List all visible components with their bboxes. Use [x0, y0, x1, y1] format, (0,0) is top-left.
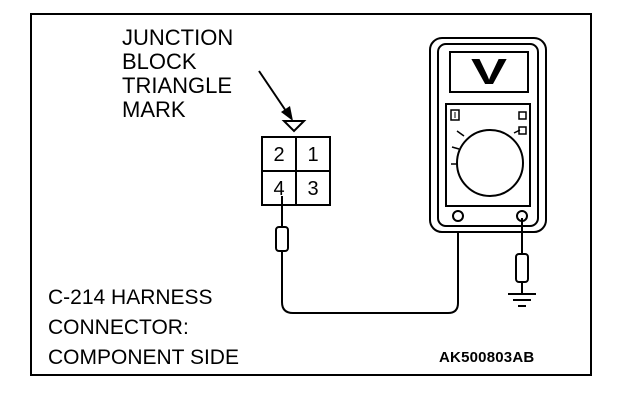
junction-label-line: MARK: [122, 97, 186, 122]
probe-tip: [275, 226, 289, 252]
diagram-frame: [30, 13, 592, 376]
connector-pin-label: 3: [307, 178, 319, 200]
junction-label-line: BLOCK: [122, 49, 197, 74]
junction-block-label: JUNCTION BLOCK TRIANGLE MARK: [122, 26, 233, 122]
terminal-left: [452, 210, 464, 222]
dial-tick: [513, 129, 521, 134]
caption-line: CONNECTOR:: [48, 316, 189, 339]
connector-pin-label: 4: [273, 178, 285, 200]
ground-symbol-icon: [508, 293, 536, 307]
pointer-arrow-line: [258, 70, 289, 115]
junction-label-line: TRIANGLE: [122, 73, 233, 98]
multimeter-display-symbol: V: [470, 51, 507, 92]
figure-code: AK500803AB: [439, 349, 535, 366]
ground-probe-tip: [515, 253, 529, 283]
multimeter-dial: [456, 129, 524, 197]
multimeter-button-right-top: [518, 111, 527, 120]
connector-caption: C-214 HARNESS CONNECTOR: COMPONENT SIDE: [48, 283, 239, 373]
probe-wire: [281, 218, 459, 314]
connector-pin-label: 1: [307, 144, 319, 166]
junction-label-line: JUNCTION: [122, 25, 234, 50]
connector-pin-label: 2: [273, 144, 285, 166]
dial-tick: [451, 146, 460, 150]
caption-line: COMPONENT SIDE: [48, 346, 239, 369]
pointer-arrowhead: [281, 106, 293, 121]
multimeter-display: [449, 51, 529, 93]
triangle-mark-icon: [281, 120, 307, 133]
caption-line: C-214 HARNESS: [48, 286, 213, 309]
dial-tick: [456, 130, 465, 137]
multimeter-inner: [437, 43, 539, 227]
